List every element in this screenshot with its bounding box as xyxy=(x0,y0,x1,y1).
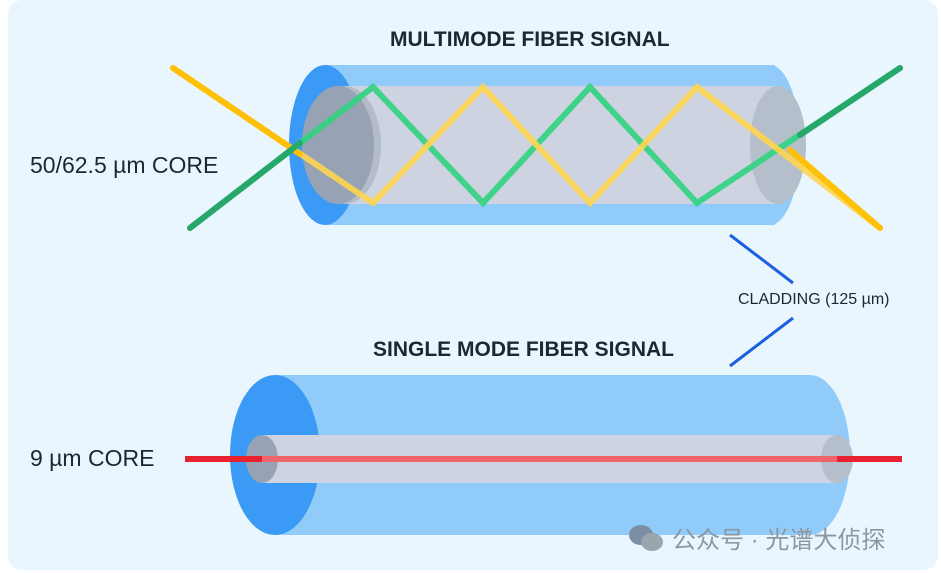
multimode-core-label: 50/62.5 µm CORE xyxy=(30,152,219,178)
singlemode-title: SINGLE MODE FIBER SIGNAL xyxy=(373,338,675,361)
wechat-icon xyxy=(629,524,663,551)
multimode-core xyxy=(345,86,775,204)
watermark-text: 公众号 · 光谱大侦探 xyxy=(672,527,886,554)
multimode-fiber xyxy=(170,65,903,231)
cladding-pointer-top xyxy=(729,233,794,285)
cladding-pointer-bottom xyxy=(729,316,794,368)
multimode-core-face xyxy=(302,86,374,204)
cladding-label: CLADDING (125 µm) xyxy=(738,291,890,308)
singlemode-fiber xyxy=(185,375,902,535)
multimode-core-end xyxy=(750,86,806,204)
multimode-title: MULTIMODE FIBER SIGNAL xyxy=(390,28,670,51)
singlemode-core-label: 9 µm CORE xyxy=(30,445,155,471)
watermark: 公众号 · 光谱大侦探 xyxy=(628,520,885,555)
yellow-ray xyxy=(170,65,883,231)
